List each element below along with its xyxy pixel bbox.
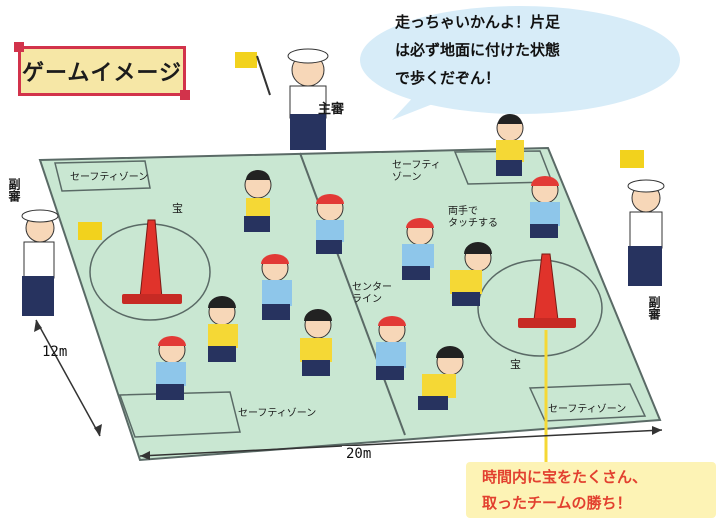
safety-zone-top-right-label: セーフティ ゾーン — [392, 160, 441, 183]
main-referee — [235, 48, 329, 150]
center-line-label: センター ライン — [352, 282, 392, 305]
player-blue-5 — [376, 316, 406, 380]
speech-bubble — [360, 6, 680, 120]
page-title: ゲームイメージ — [22, 61, 182, 86]
player-yellow-1 — [244, 170, 272, 232]
title-banner: ゲームイメージ — [14, 42, 190, 100]
touch-note-label: 両手で タッチする — [448, 206, 498, 229]
player-yellow-top-right — [496, 114, 524, 176]
height-dimension-label: 12m — [42, 344, 68, 360]
player-yellow-5 — [418, 346, 464, 410]
result-callout — [466, 462, 716, 518]
result-callout-text: 時間内に宝をたくさん、 取ったチームの勝ち！ — [482, 468, 648, 512]
sub-referee-right — [620, 150, 665, 286]
safety-zone-bottom-right-label: セーフティゾーン — [548, 404, 627, 415]
player-yellow-3 — [208, 296, 238, 362]
safety-zone-bottom-left-label: セーフティゾーン — [238, 408, 317, 419]
main-referee-label: 主審 — [318, 102, 345, 117]
safety-zone-top-left — [54, 160, 151, 192]
cone-left — [122, 219, 182, 304]
player-yellow-2 — [450, 242, 492, 306]
width-dimension-label: 20m — [342, 446, 376, 462]
player-blue-2 — [261, 254, 292, 320]
cone-right — [518, 253, 576, 328]
safety-zone-top-left-label: セーフティゾーン — [70, 172, 149, 183]
safety-zone-bottom-left — [118, 391, 241, 438]
dimension-arrow-width — [139, 426, 663, 460]
sub-referee-left-label: 副審 — [7, 178, 21, 202]
player-blue-1 — [316, 194, 344, 254]
treasure-right-label: 宝 — [510, 358, 521, 371]
speech-bubble-text: 走っちゃいかんよ！片足 は必ず地面に付けた状態 で歩くだぞん！ — [395, 13, 561, 87]
treasure-circle-right — [477, 259, 603, 357]
dimension-arrow-height — [34, 319, 102, 437]
player-yellow-4 — [300, 309, 332, 376]
treasure-left-label: 宝 — [172, 202, 183, 215]
player-blue-top-right — [530, 176, 560, 238]
safety-zone-bottom-right — [528, 383, 647, 422]
player-blue-4 — [156, 336, 186, 400]
player-blue-3 — [402, 218, 434, 280]
sub-referee-left — [21, 209, 102, 316]
sub-referee-right-label: 副審 — [647, 296, 661, 320]
